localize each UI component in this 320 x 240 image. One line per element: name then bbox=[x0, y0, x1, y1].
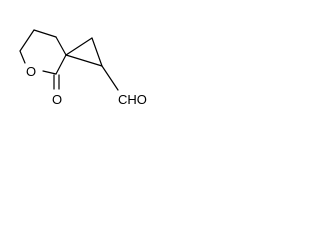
bond-spiro-cyclopropane-bottom bbox=[65, 54, 103, 67]
ring-oxygen-label: O bbox=[26, 64, 36, 79]
bond-c-c-left bbox=[19, 29, 35, 52]
chemical-structure-diagram: O O CHO bbox=[19, 29, 147, 107]
bond-cyclopropane-aldehyde bbox=[101, 65, 119, 91]
bond-c-c-spiro bbox=[55, 36, 67, 56]
carbonyl-oxygen-label: O bbox=[52, 92, 62, 107]
bond-spiro-carbonyl bbox=[55, 54, 67, 75]
bond-spiro-cyclopropane-top bbox=[65, 37, 93, 56]
bond-c-c-top bbox=[33, 29, 57, 38]
bond-cyclopropane-side bbox=[91, 37, 103, 67]
aldehyde-group-label: CHO bbox=[118, 92, 147, 107]
bond-ring-oxygen-c bbox=[19, 50, 26, 64]
bond-carbonyl-ring-oxygen bbox=[42, 70, 57, 75]
